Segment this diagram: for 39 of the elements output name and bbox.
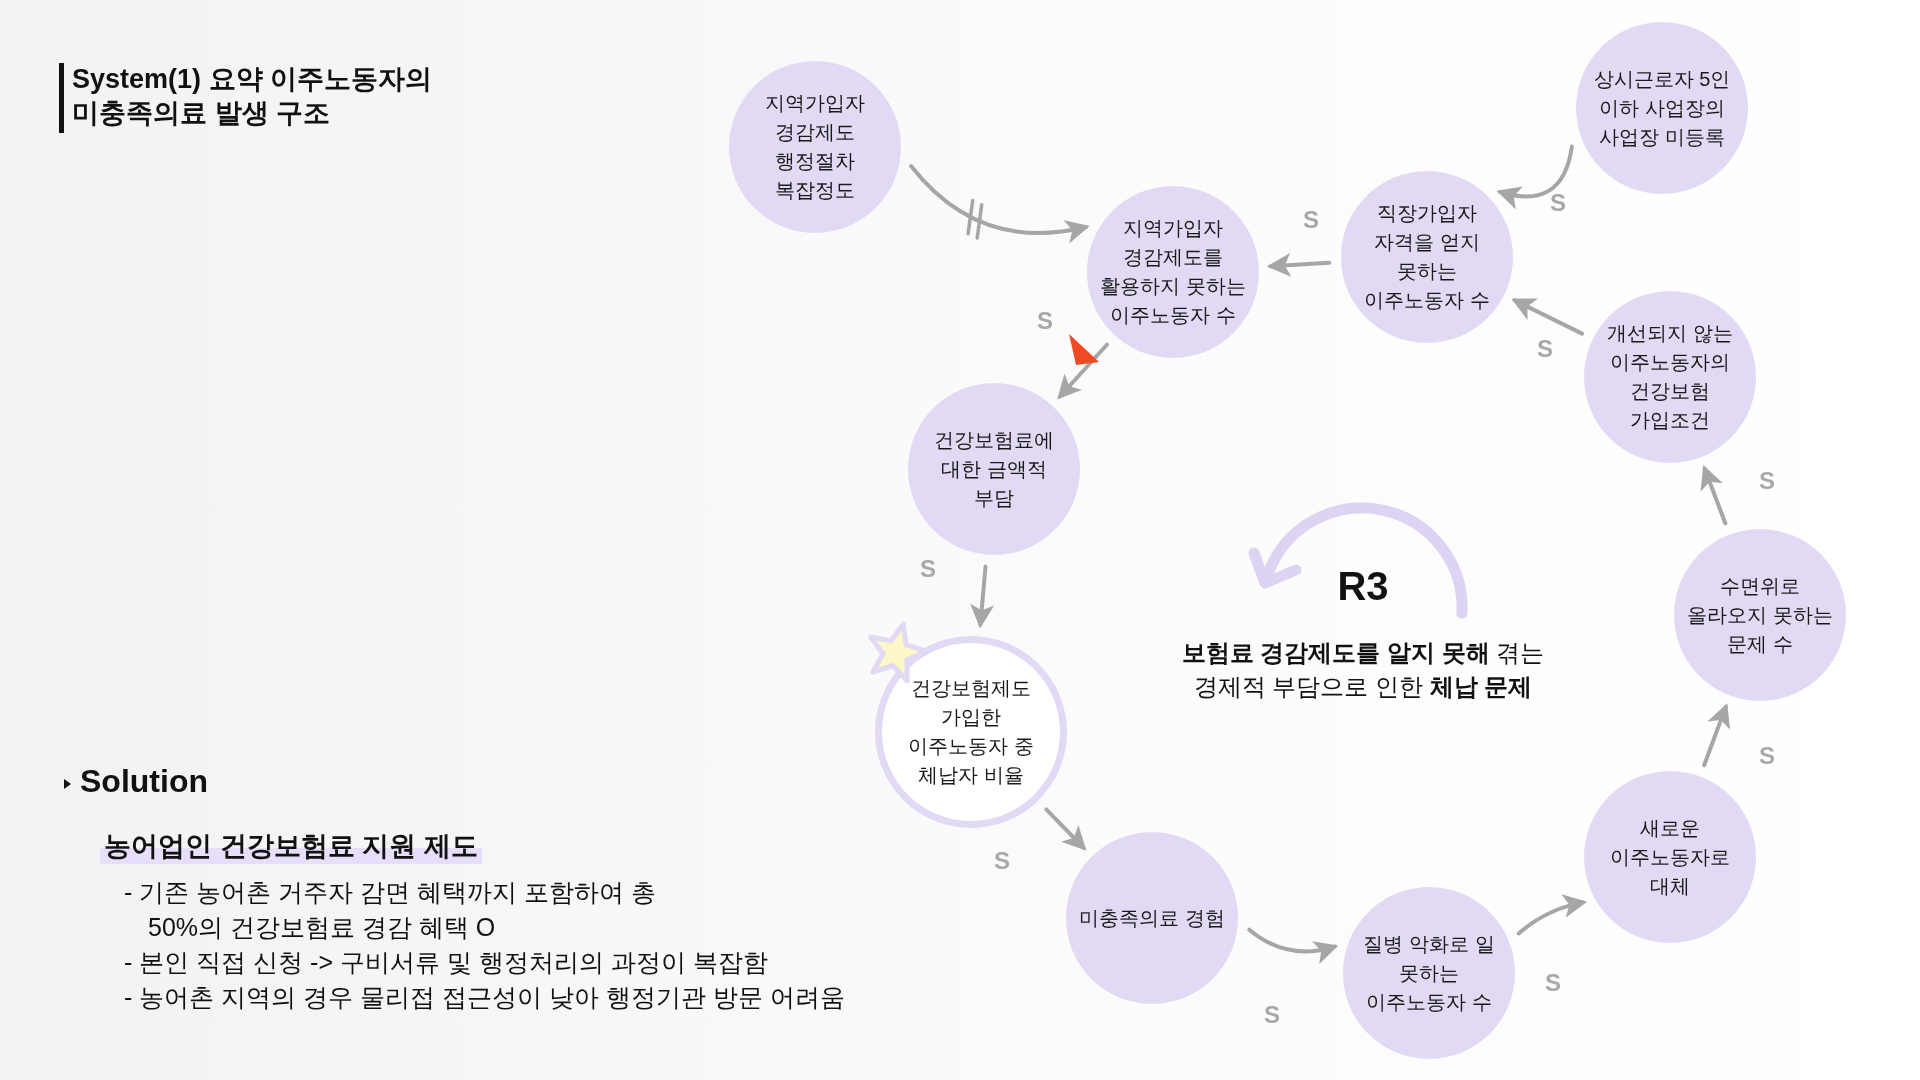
- edge-label: S: [920, 555, 936, 583]
- node-text: 상시근로자 5인 이하 사업장의 사업장 미등록: [1592, 66, 1732, 150]
- arrow: [1516, 894, 1588, 936]
- edge-label: S: [1037, 307, 1053, 335]
- node-text: 개선되지 않는 이주노동자의 건강보험 가입조건: [1606, 321, 1734, 433]
- node-text: 직장가입자 자격을 얻지 못하는 이주노동자 수: [1363, 201, 1491, 313]
- edge-label: S: [1550, 189, 1566, 217]
- bullet-text: - 기존 농어촌 거주자 감면 혜택까지 포함하여 총 50%의 건강보험료 경감 혜택 O: [124, 877, 657, 943]
- edge-label: S: [1303, 206, 1319, 234]
- node-text: 미충족의료 경험: [1078, 905, 1226, 931]
- edge-label: S: [994, 847, 1010, 875]
- arrow: [1702, 703, 1731, 768]
- loop-label: R3: [1336, 564, 1390, 609]
- node-text: 질병 악화로 일 못하는 이주노동자 수: [1362, 931, 1496, 1015]
- arrow: [1057, 342, 1110, 400]
- arrow: [1247, 927, 1339, 964]
- node-text: 새로운 이주노동자로 대체: [1609, 815, 1731, 899]
- node-text: 건강보험료에 대한 금액적 부담: [933, 427, 1055, 511]
- bullet-text: - 본인 직접 신청 -> 구비서류 및 행정처리의 과정이 복잡함: [124, 947, 768, 978]
- edge-label: S: [1759, 467, 1775, 495]
- bullet-text: - 농어촌 지역의 경우 물리접 접근성이 낮아 행정기관 방문 어려움: [124, 982, 845, 1013]
- node-text: 지역가입자 경감제도 행정절차 복잡정도: [764, 91, 866, 203]
- node-text: 건강보험제도 가입한 이주노동자 중 체납자 비율: [907, 676, 1035, 788]
- edge-label: S: [1264, 1001, 1280, 1029]
- arrow: [1044, 807, 1087, 851]
- edge-label: S: [1537, 335, 1553, 363]
- arrow: [909, 164, 1090, 243]
- edge-label: S: [1759, 742, 1775, 770]
- arrow: [1266, 253, 1332, 277]
- title: System(1) 요약 이주노동자의 미충족의료 발생 구조: [72, 63, 434, 130]
- node-text: 지역가입자 경감제도를 활용하지 못하는 이주노동자 수: [1099, 216, 1247, 328]
- section-heading: Solution: [80, 763, 208, 800]
- edge-label: S: [1545, 969, 1561, 997]
- arrow: [1496, 144, 1574, 209]
- arrow: [1700, 464, 1728, 526]
- arrow: [1511, 298, 1585, 336]
- loop-description: 보험료 경감제도를 알지 못해 겪는 경제적 부담으로 인한 체납 문제: [1180, 638, 1546, 702]
- arrow: [970, 564, 995, 629]
- node-text: 수면위로 올라오지 못하는 문제 수: [1686, 573, 1834, 657]
